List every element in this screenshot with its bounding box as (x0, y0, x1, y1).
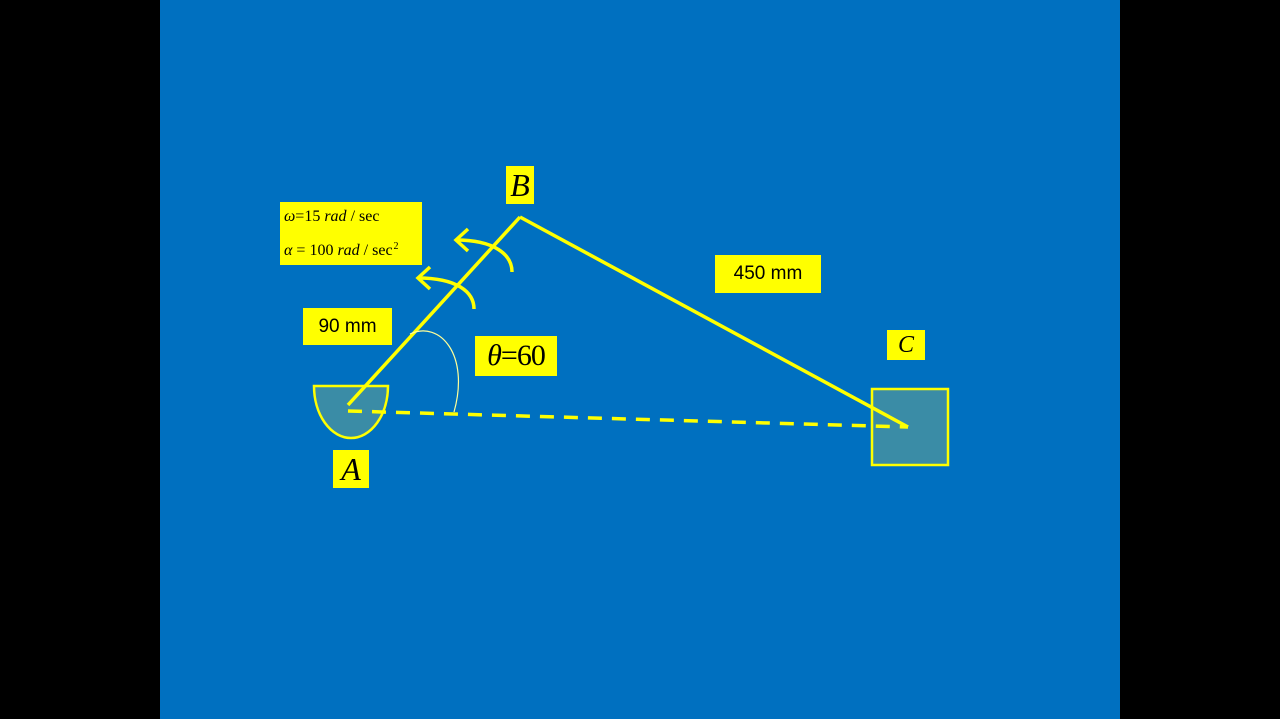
label-point-a: A (333, 450, 369, 488)
omega-arrowhead-icon (453, 227, 470, 253)
length-ab-text: 90 mm (318, 315, 377, 337)
alpha-symbol: α (284, 241, 293, 259)
reference-line-ac (347, 409, 909, 429)
omega-unit-sec: / sec (346, 207, 380, 225)
theta-equals: = (500, 339, 518, 372)
omega-symbol: ω (284, 207, 296, 225)
alpha-equals: = (292, 241, 306, 259)
alpha-unit-rad: rad (337, 241, 360, 259)
theta-value: 60 (516, 339, 546, 372)
label-point-b: B (506, 166, 534, 204)
alpha-unit-exponent: 2 (393, 240, 399, 252)
omega-row: ω=15 rad / sec (284, 202, 379, 232)
label-point-a-text: A (341, 450, 361, 487)
length-bc-text: 450 mm (733, 263, 803, 284)
angle-theta-arc (409, 330, 459, 413)
theta-symbol: θ (487, 339, 502, 372)
alpha-arrowhead-icon (415, 265, 432, 291)
label-point-c-text: C (897, 331, 914, 358)
label-point-b-text: B (510, 166, 530, 203)
slide-background (160, 0, 1120, 719)
omega-unit-rad: rad (324, 207, 347, 225)
crank-ab (346, 215, 522, 407)
omega-equals: = (295, 207, 305, 225)
label-point-c: C (887, 330, 925, 360)
omega-value: 15 (304, 207, 321, 225)
alpha-arrow (417, 276, 476, 310)
angle-theta-label: θ=60 (475, 336, 557, 376)
omega-arrow (455, 238, 514, 273)
alpha-row: α = 100 rad / sec2 (284, 232, 399, 266)
alpha-value: 100 (309, 241, 334, 259)
alpha-unit-sec: / sec (359, 241, 393, 259)
connecting-rod-bc (519, 215, 909, 429)
length-bc-label: 450 mm (715, 255, 821, 293)
motion-values-box: ω=15 rad / sec α = 100 rad / sec2 (280, 202, 422, 265)
length-ab-label: 90 mm (303, 308, 392, 345)
